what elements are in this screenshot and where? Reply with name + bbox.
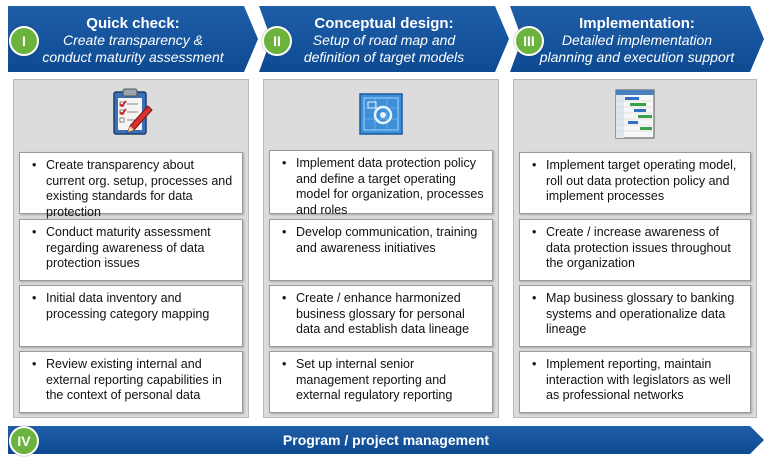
phase-3-item-4: Implement reporting, maintain interactio… (532, 357, 744, 404)
phase-3-title: Implementation: (579, 15, 695, 32)
gantt-chart-icon (615, 89, 655, 139)
phase-1-card-1: Create transparency about current org. s… (19, 152, 243, 219)
phase-3-card-3: Map business glossary to banking systems… (519, 285, 751, 347)
phase-1-column: Create transparency about current org. s… (13, 79, 249, 418)
phase-1-badge: I (9, 26, 39, 56)
phase-1-card-4: Review existing internal and external re… (19, 351, 243, 413)
phase-3-card-2: Create / increase awareness of data prot… (519, 219, 751, 281)
phase-1-subtitle-line1: Create transparency & (62, 32, 204, 48)
phase-1-item-1: Create transparency about current org. s… (32, 158, 236, 220)
phase-3-badge: III (514, 26, 544, 56)
phase-1-title: Quick check: (86, 15, 180, 32)
phase-3-column: Implement target operating model, roll o… (513, 79, 757, 418)
phase-2-item-4: Set up internal senior management report… (282, 357, 486, 404)
phase-1-header: Quick check: Create transparency & condu… (8, 6, 258, 72)
phase-3-subtitle-line1: Detailed implementation (561, 32, 713, 48)
phase-1-item-2: Conduct maturity assessment regarding aw… (32, 225, 236, 272)
phase-2-title: Conceptual design: (314, 15, 454, 32)
phase-2-badge: II (262, 26, 292, 56)
phase-1-item-4: Review existing internal and external re… (32, 357, 236, 404)
checklist-clipboard-icon (113, 88, 153, 135)
phase-3-header: Implementation: Detailed implementation … (510, 6, 764, 72)
phase-2-item-2: Develop communication, training and awar… (282, 225, 486, 256)
phase-2-card-3: Create / enhance harmonized business glo… (269, 285, 493, 347)
phase-3-card-4: Implement reporting, maintain interactio… (519, 351, 751, 413)
phase-2-card-1: Implement data protection policy and def… (269, 150, 493, 217)
program-badge: IV (9, 426, 39, 456)
phase-3-subtitle-line2: planning and execution support (539, 49, 735, 65)
phase-1-card-3: Initial data inventory and processing ca… (19, 285, 243, 347)
phase-3-item-3: Map business glossary to banking systems… (532, 291, 744, 338)
phase-2-item-3: Create / enhance harmonized business glo… (282, 291, 486, 338)
blueprint-gear-icon (359, 93, 403, 135)
phase-1-subtitle-line2: conduct maturity assessment (42, 49, 224, 65)
phase-2-card-2: Develop communication, training and awar… (269, 219, 493, 281)
phase-3-item-2: Create / increase awareness of data prot… (532, 225, 744, 272)
phase-1-card-2: Conduct maturity assessment regarding aw… (19, 219, 243, 281)
phase-1-item-3: Initial data inventory and processing ca… (32, 291, 236, 322)
phase-3-card-1: Implement target operating model, roll o… (519, 152, 751, 214)
phase-2-item-1: Implement data protection policy and def… (282, 156, 486, 218)
phase-3-item-1: Implement target operating model, roll o… (532, 158, 744, 205)
phase-2-subtitle-line1: Setup of road map and (312, 32, 456, 48)
program-management-bar: Program / project management (8, 426, 764, 454)
phase-2-card-4: Set up internal senior management report… (269, 351, 493, 413)
phase-2-header: Conceptual design: Setup of road map and… (259, 6, 509, 72)
phase-2-column: Implement data protection policy and def… (263, 79, 499, 418)
program-management-label: Program / project management (282, 432, 490, 448)
phase-2-subtitle-line2: definition of target models (303, 49, 465, 65)
